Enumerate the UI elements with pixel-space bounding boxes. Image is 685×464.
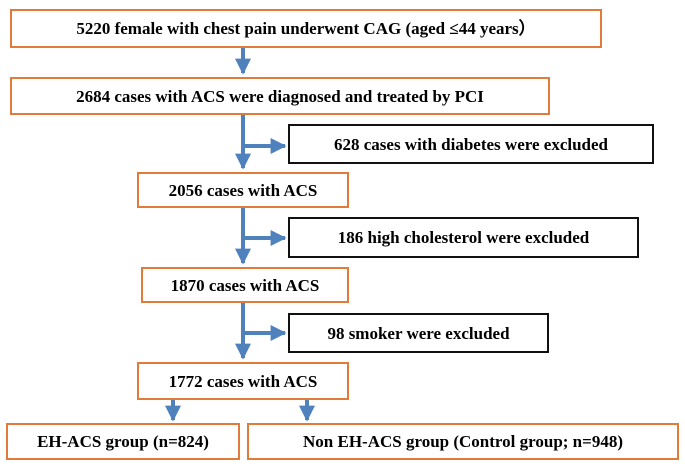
exclusion-2-label: 186 high cholesterol were excluded bbox=[337, 228, 590, 247]
control-group-box: Non EH-ACS group (Control group; n=948) bbox=[247, 423, 679, 460]
step-3-box: 2056 cases with ACS bbox=[137, 172, 349, 208]
step-5-label: 1772 cases with ACS bbox=[168, 371, 318, 391]
exclusion-2-box: 186 high cholesterol were excluded bbox=[288, 217, 639, 258]
step-2-label: 2684 cases with ACS were diagnosed and t… bbox=[76, 86, 484, 106]
eh-acs-group-label: EH-ACS group (n=824) bbox=[37, 432, 209, 451]
step-4-label: 1870 cases with ACS bbox=[170, 275, 320, 295]
step-2-box: 2684 cases with ACS were diagnosed and t… bbox=[10, 77, 550, 115]
eh-acs-group-box: EH-ACS group (n=824) bbox=[6, 423, 240, 460]
exclusion-1-label: 628 cases with diabetes were excluded bbox=[333, 134, 609, 154]
exclusion-1-box: 628 cases with diabetes were excluded bbox=[288, 124, 654, 164]
exclusion-3-label: 98 smoker were excluded bbox=[327, 323, 510, 343]
step-1-label: 5220 female with chest pain underwent CA… bbox=[76, 19, 536, 38]
step-5-box: 1772 cases with ACS bbox=[137, 362, 349, 400]
step-4-box: 1870 cases with ACS bbox=[141, 267, 349, 303]
step-3-label: 2056 cases with ACS bbox=[168, 180, 318, 200]
control-group-label: Non EH-ACS group (Control group; n=948) bbox=[303, 432, 623, 451]
step-1-box: 5220 female with chest pain underwent CA… bbox=[10, 9, 602, 48]
exclusion-3-box: 98 smoker were excluded bbox=[288, 313, 549, 353]
